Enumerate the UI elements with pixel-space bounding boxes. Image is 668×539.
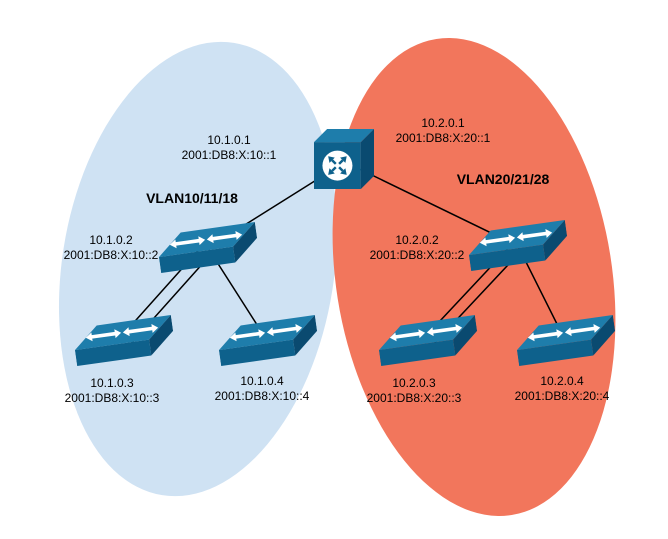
ip-address: 10.2.0.4 [540,374,584,388]
ip-address: 10.2.0.1 [421,116,465,130]
vlan-right-label: VLAN20/21/28 [456,171,550,187]
ipv6-address: 2001:DB8:X:20::1 [395,131,491,145]
vlan-left-label: VLAN10/11/18 [146,190,238,206]
access-left-2-address-label: 10.1.0.4 2001:DB8:X:10::4 [177,374,347,404]
ip-address: 10.1.0.4 [240,374,284,388]
ipv6-address: 2001:DB8:X:10::3 [64,391,160,405]
ipv6-address: 2001:DB8:X:10::4 [214,389,310,403]
ipv6-address: 2001:DB8:X:20::4 [514,389,610,403]
ip-address: 10.2.0.3 [392,376,436,390]
dist-right-address-label: 10.2.0.2 2001:DB8:X:20::2 [332,233,502,263]
access-right-2-address-label: 10.2.0.4 2001:DB8:X:20::4 [477,374,647,404]
dist-left-address-label: 10.1.0.2 2001:DB8:X:10::2 [26,233,196,263]
ipv6-address: 2001:DB8:X:10::2 [63,248,159,262]
ip-address: 10.1.0.1 [207,133,251,147]
ip-address: 10.2.0.2 [395,233,439,247]
ip-address: 10.1.0.2 [89,233,133,247]
ipv6-address: 2001:DB8:X:20::3 [366,391,462,405]
ipv6-address: 2001:DB8:X:20::2 [369,248,465,262]
access-left-1-address-label: 10.1.0.3 2001:DB8:X:10::3 [27,376,197,406]
access-right-1-address-label: 10.2.0.3 2001:DB8:X:20::3 [329,376,499,406]
ipv6-address: 2001:DB8:X:10::1 [181,148,277,162]
router-left-address-label: 10.1.0.1 2001:DB8:X:10::1 [144,133,314,163]
ip-address: 10.1.0.3 [90,376,134,390]
router-right-address-label: 10.2.0.1 2001:DB8:X:20::1 [358,116,528,146]
